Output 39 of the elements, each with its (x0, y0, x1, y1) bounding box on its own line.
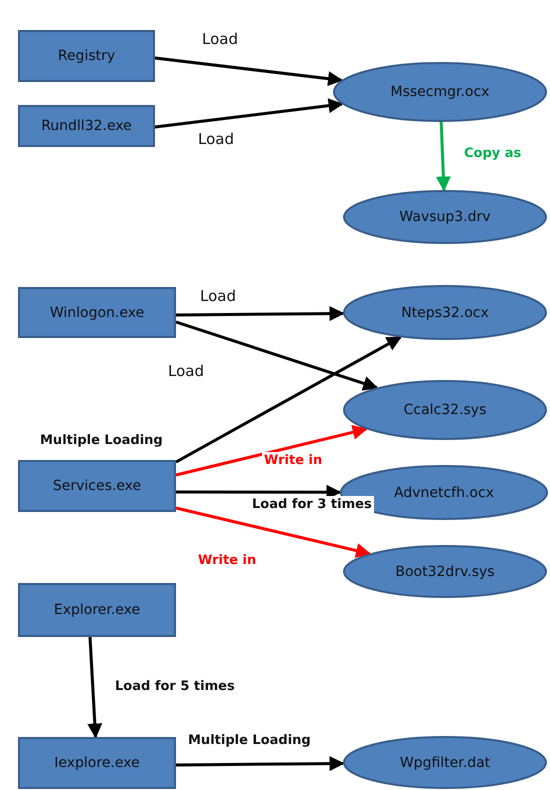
arrow (176, 424, 368, 476)
node-label: Wavsup3.drv (399, 209, 491, 225)
ellipse-node (343, 190, 547, 244)
arrow (436, 122, 451, 192)
node-label: Nteps32.ocx (401, 304, 489, 320)
arrow (176, 320, 378, 391)
node-label: Services.exe (52, 478, 142, 494)
edge-label: Load for 3 times (250, 496, 374, 514)
edge-label: Multiple Loading (186, 732, 313, 750)
node-label: Iexplore.exe (54, 755, 140, 771)
node-label: Ccalc32.sys (404, 402, 486, 418)
ellipse-node (343, 285, 547, 340)
ellipse-node (343, 380, 547, 440)
ellipse-node (343, 736, 547, 789)
process-box (18, 30, 155, 82)
node-label: Boot32drv.sys (395, 564, 495, 580)
node-label: Advnetcfh.ocx (394, 484, 494, 500)
process-box (18, 583, 176, 637)
process-box (18, 737, 176, 789)
process-box (18, 105, 155, 147)
arrow (154, 56, 344, 86)
node-caption: Multiple Loading (38, 432, 165, 450)
node-label: Winlogon.exe (50, 304, 144, 320)
arrow (176, 506, 371, 558)
node-label: Rundll32.exe (41, 118, 132, 134)
ellipse-node (333, 62, 547, 122)
arrow (87, 636, 102, 738)
arrow (175, 336, 402, 464)
node-label: Registry (58, 48, 116, 64)
arrow (154, 98, 344, 128)
edge-label: Copy as (462, 145, 524, 163)
ellipse-node (343, 545, 547, 598)
node-label: Wpgfilter.dat (400, 754, 490, 770)
node-label: Explorer.exe (54, 602, 140, 618)
arrow (176, 756, 345, 772)
arrow (176, 306, 345, 322)
node-label: Mssecmgr.ocx (390, 84, 490, 100)
process-box (18, 460, 176, 512)
process-box (18, 287, 176, 338)
